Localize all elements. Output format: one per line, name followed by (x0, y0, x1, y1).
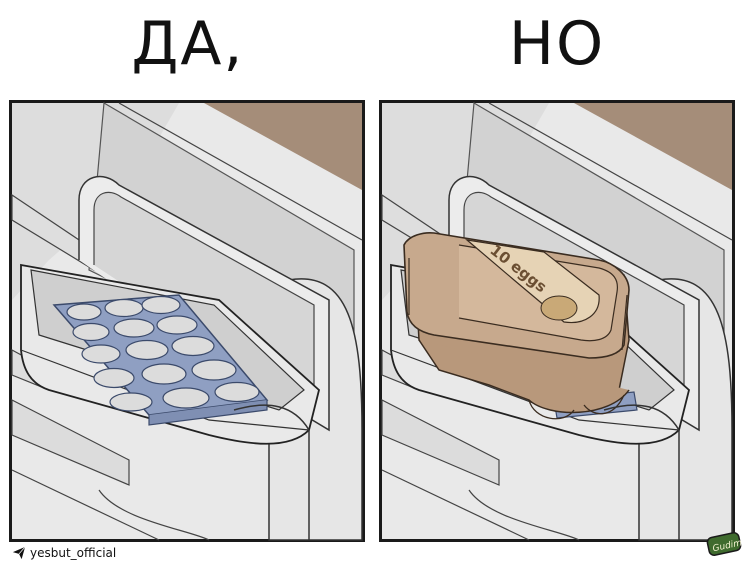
counter-backdrop (179, 103, 362, 190)
caption-yes: ДА, (131, 9, 245, 79)
egg-carton: 10 eggs (403, 232, 630, 420)
egg-tray (52, 294, 269, 426)
counter-backdrop (549, 103, 732, 190)
author-handle: yesbut_official (30, 546, 117, 560)
panel-empty-egg-tray (9, 100, 365, 542)
author-credit: yesbut_official (12, 545, 116, 561)
artist-signature: Gudim (706, 532, 742, 556)
panel-egg-carton-on-tray: 10 eggs (379, 100, 735, 542)
caption-but: НО (508, 9, 606, 79)
paper-plane-icon (12, 546, 26, 560)
